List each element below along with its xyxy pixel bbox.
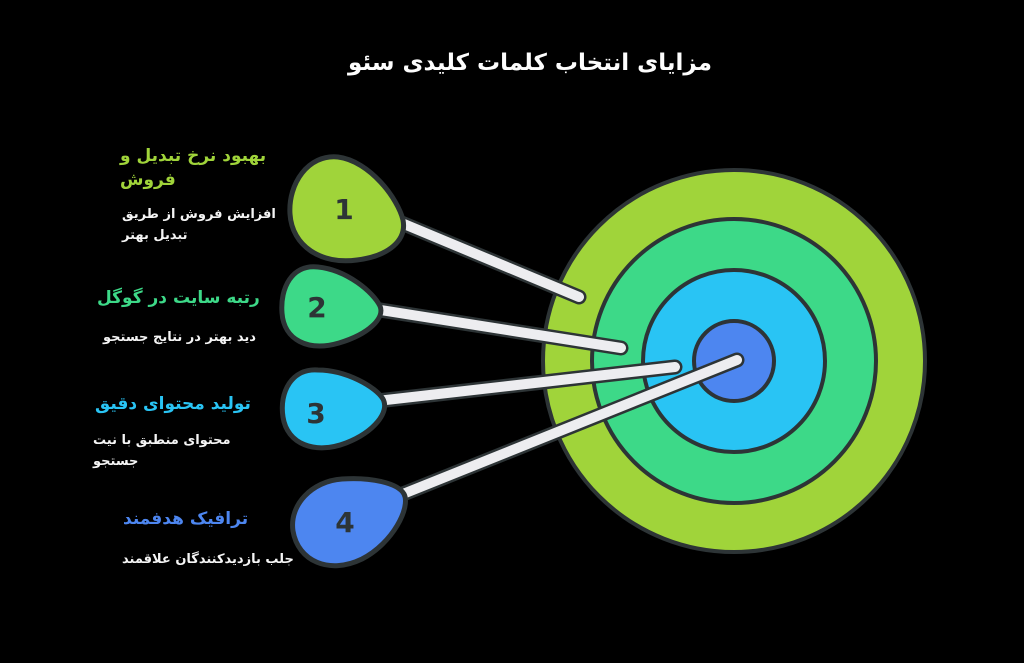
label-desc-line: محتوای منطبق با نیت (93, 433, 231, 448)
label-heading-conversion: بهبود نرخ تبدیل و فروش (120, 144, 266, 192)
label-heading-line: تولید محتوای دقیق (95, 394, 251, 414)
pointer-line-2 (366, 301, 629, 356)
marker-blob-4 (290, 476, 408, 569)
label-desc-line: تبدیل بهتر (122, 228, 188, 243)
marker-number-1: 1 (334, 193, 353, 226)
label-desc-line: جلب بازدیدکنندگان علاقمند (122, 552, 294, 567)
marker-blobs (279, 154, 408, 569)
label-desc-targeted-traffic: جلب بازدیدکنندگان علاقمند (122, 549, 294, 570)
label-heading-line: بهبود نرخ تبدیل و (120, 146, 267, 166)
label-desc-line: دید بهتر در نتایج جستجو (103, 330, 256, 345)
marker-blob-2 (279, 264, 384, 349)
label-heading-precise-content: تولید محتوای دقیق (95, 392, 251, 416)
pointer-line-4 (390, 352, 745, 504)
label-heading-line: فروش (120, 170, 176, 190)
marker-blob-1 (287, 154, 407, 264)
label-heading-line: ترافیک هدفمند (123, 509, 249, 529)
marker-number-3: 3 (306, 397, 325, 430)
marker-number-2: 2 (307, 291, 326, 324)
marker-blob-3 (279, 367, 387, 451)
label-desc-line: جستجو (93, 454, 139, 469)
label-heading-line: رتبه سایت در گوگل (97, 288, 260, 308)
label-desc-line: افزایش فروش از طریق (122, 207, 276, 222)
label-heading-targeted-traffic: ترافیک هدفمند (123, 507, 248, 531)
pointer-line-1 (384, 211, 587, 305)
label-desc-conversion: افزایش فروش از طریق تبدیل بهتر (122, 204, 276, 246)
label-desc-precise-content: محتوای منطبق با نیت جستجو (93, 430, 231, 472)
pointer-line-3 (369, 359, 683, 409)
marker-number-4: 4 (335, 506, 354, 539)
pointer-lines (366, 211, 745, 504)
page-title: مزایای انتخاب کلمات کلیدی سئو (348, 50, 712, 76)
marker-numbers: 1 2 3 4 (306, 193, 354, 539)
label-desc-google-rank: دید بهتر در نتایج جستجو (103, 327, 256, 348)
label-heading-google-rank: رتبه سایت در گوگل (97, 286, 260, 310)
